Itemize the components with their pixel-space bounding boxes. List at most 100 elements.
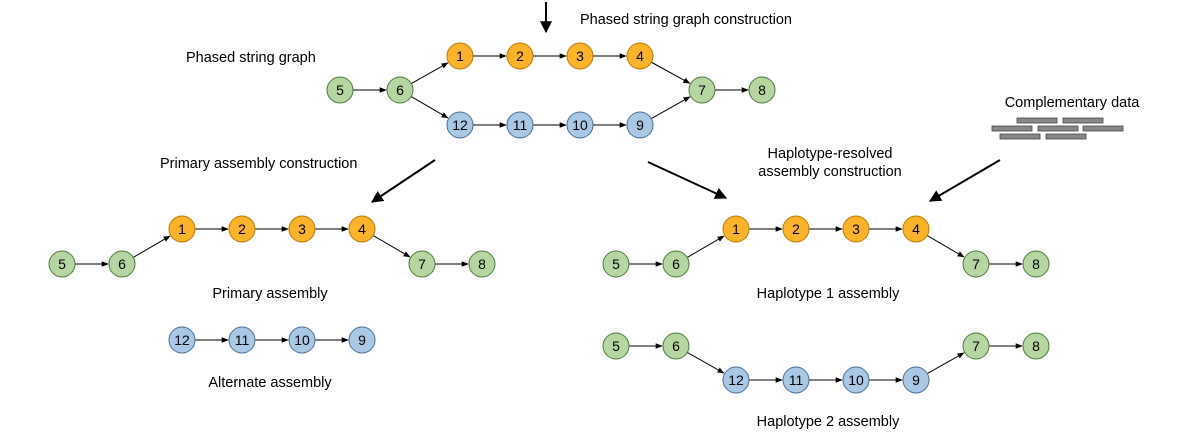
primary-node-circle [468, 250, 496, 278]
alternate-node-circle [348, 326, 376, 354]
hap1-node-7: 7 [962, 250, 990, 278]
hap1-node-5: 5 [602, 250, 630, 278]
phased-node-circle [626, 111, 654, 139]
hap1-node-label: 2 [792, 221, 800, 237]
hap2-node-label: 10 [848, 372, 864, 388]
complementary-data-label: Complementary data [1005, 95, 1141, 111]
alternate-node-label: 9 [358, 332, 366, 348]
haplotype-flow-arrow [647, 161, 728, 199]
hap1-node-label: 6 [672, 256, 680, 272]
phased-node-label: 4 [636, 48, 644, 64]
phased-node-circle [326, 76, 354, 104]
alternate-node-11: 11 [228, 326, 256, 354]
primary-node-circle [168, 215, 196, 243]
primary-node-6: 6 [108, 250, 136, 278]
primary-node-circle [108, 250, 136, 278]
phased-node-circle [626, 42, 654, 70]
alternate-node-9: 9 [348, 326, 376, 354]
phased-node-2: 2 [506, 42, 534, 70]
hap1-node-circle [662, 250, 690, 278]
phased-node-9: 9 [626, 111, 654, 139]
phased-node-circle [566, 42, 594, 70]
phased-node-7: 7 [688, 76, 716, 104]
hap-construction-label-1: Haplotype-resolved [768, 146, 893, 162]
phased-node-label: 5 [336, 82, 344, 98]
primary-node-5: 5 [48, 250, 76, 278]
hap1-node-label: 4 [912, 221, 920, 237]
hap1-node-circle [722, 215, 750, 243]
phased-node-label: 3 [576, 48, 584, 64]
hap-construction-label-2: assembly construction [758, 164, 901, 180]
primary-node-4: 4 [348, 215, 376, 243]
hap1-node-3: 3 [842, 215, 870, 243]
primary-node-circle [288, 215, 316, 243]
primary-edge-6-1 [132, 235, 171, 258]
hap1-node-circle [1022, 250, 1050, 278]
primary-flow-arrow [371, 159, 436, 203]
phased-node-11: 11 [506, 111, 534, 139]
hap1-node-label: 5 [612, 256, 620, 272]
phased-node-6: 6 [386, 76, 414, 104]
phased-node-label: 9 [636, 117, 644, 133]
hap2-node-circle [602, 332, 630, 360]
hap2-node-5: 5 [602, 332, 630, 360]
primary-node-label: 4 [358, 221, 366, 237]
hap2-node-10: 10 [842, 366, 870, 394]
hap1-node-1: 1 [722, 215, 750, 243]
phased-node-circle [748, 76, 776, 104]
alternate-node-12: 12 [168, 326, 196, 354]
primary-node-8: 8 [468, 250, 496, 278]
phased-node-12: 12 [446, 111, 474, 139]
hap2-node-circle [1022, 332, 1050, 360]
phased-node-label: 12 [452, 117, 468, 133]
hap2-node-11: 11 [782, 366, 810, 394]
primary-construction-label: Primary assembly construction [160, 156, 357, 172]
phased-node-label: 11 [513, 117, 528, 133]
phased-construction-label: Phased string graph construction [580, 12, 792, 28]
primary-assembly-label: Primary assembly [212, 286, 328, 302]
primary-node-1: 1 [168, 215, 196, 243]
hap1-node-circle [902, 215, 930, 243]
primary-node-label: 7 [418, 256, 426, 272]
phased-node-circle [386, 76, 414, 104]
phased-node-circle [506, 111, 534, 139]
phased-node-1: 1 [446, 42, 474, 70]
phased-node-circle [446, 42, 474, 70]
alternate-node-circle [168, 326, 196, 354]
primary-node-label: 2 [238, 221, 246, 237]
alternate-node-label: 10 [294, 332, 310, 348]
primary-edge-4-7 [372, 235, 411, 258]
hap2-node-8: 8 [1022, 332, 1050, 360]
phased-node-label: 8 [758, 82, 766, 98]
hap2-node-6: 6 [662, 332, 690, 360]
phased-node-3: 3 [566, 42, 594, 70]
hap1-node-4: 4 [902, 215, 930, 243]
hap1-node-circle [602, 250, 630, 278]
hap2-node-circle [842, 366, 870, 394]
hap1-node-label: 7 [972, 256, 980, 272]
hap2-node-circle [902, 366, 930, 394]
phased-edge-6-12 [410, 96, 449, 119]
hap2-node-circle [722, 366, 750, 394]
hap1-node-8: 8 [1022, 250, 1050, 278]
hap1-node-label: 3 [852, 221, 860, 237]
alternate-assembly-label: Alternate assembly [208, 375, 332, 391]
hap1-node-circle [842, 215, 870, 243]
hap2-node-label: 5 [612, 338, 620, 354]
phased-node-label: 6 [396, 82, 404, 98]
phased-node-4: 4 [626, 42, 654, 70]
phased-node-circle [566, 111, 594, 139]
alternate-node-circle [228, 326, 256, 354]
hap1-node-circle [782, 215, 810, 243]
hap1-edge-4-7 [926, 235, 965, 258]
hap2-node-7: 7 [962, 332, 990, 360]
phased-graph-label: Phased string graph [186, 50, 316, 66]
alternate-node-10: 10 [288, 326, 316, 354]
alternate-node-label: 11 [235, 332, 250, 348]
phased-node-8: 8 [748, 76, 776, 104]
phased-node-5: 5 [326, 76, 354, 104]
hap2-node-12: 12 [722, 366, 750, 394]
hap2-node-label: 12 [728, 372, 744, 388]
primary-node-3: 3 [288, 215, 316, 243]
